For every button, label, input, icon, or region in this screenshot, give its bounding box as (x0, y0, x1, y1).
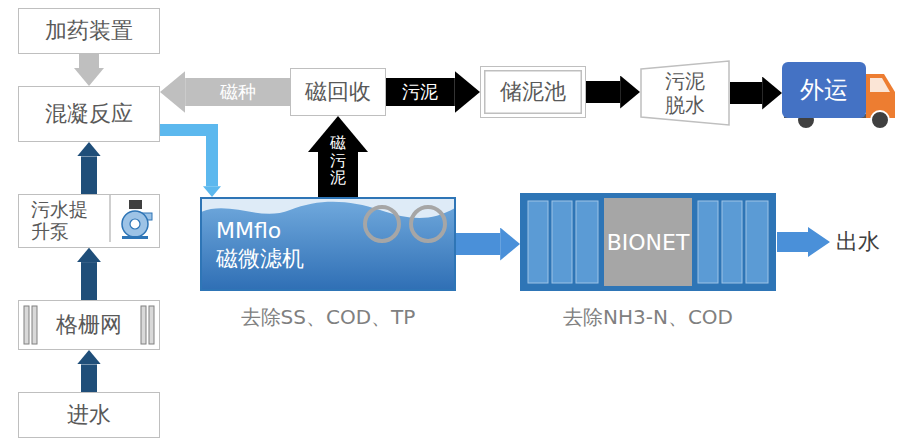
node-text: 外运 (800, 74, 848, 106)
block-arrow (386, 78, 455, 106)
arrow-label: 磁种 (220, 80, 256, 104)
node-text: 磁回收 (305, 77, 371, 107)
node-text: 混凝反应 (45, 99, 133, 129)
block-arrow (79, 54, 99, 68)
block-arrow (160, 130, 212, 186)
inlet-box: 进水 (18, 392, 160, 438)
block-arrow (81, 262, 97, 300)
tank-box: 储泥池 (480, 66, 586, 118)
trapezoid-border (641, 61, 729, 125)
grille-bars (24, 306, 154, 344)
bionet-panels (520, 193, 776, 291)
node-text: 污水提 升泵 (31, 199, 92, 243)
block-arrow (456, 233, 500, 255)
process-box: 混凝反应 (18, 86, 160, 142)
annotation-label: 去除SS、COD、TP (241, 304, 416, 331)
screen-box: 格栅网 (18, 300, 160, 350)
bio-unit: BIONET (520, 193, 776, 291)
node-text: BIONET (607, 230, 690, 255)
arrow-label: 磁污泥 (330, 134, 346, 187)
annotation-label: 去除NH3-N、COD (563, 304, 733, 331)
node-text: 进水 (67, 400, 111, 430)
truck-cab (784, 74, 895, 129)
block-arrow (586, 81, 620, 103)
pump-icon (122, 200, 152, 239)
block-arrow (81, 156, 97, 194)
mmflo-tank (201, 198, 455, 290)
block-arrow (81, 364, 97, 392)
pump-separator (109, 195, 111, 242)
process-box: 磁回收 (290, 68, 386, 116)
node-text: 格栅网 (56, 310, 122, 340)
pump-box: 污水提 升泵 (18, 194, 160, 248)
process-box: 加药装置 (18, 8, 160, 54)
node-text: 加药装置 (45, 16, 133, 46)
arrow-label: 污泥 (402, 80, 438, 104)
filter-unit: MMflo 磁微滤机 (200, 197, 456, 291)
trapezoid-box: 污泥 脱水 (640, 60, 730, 126)
outlet-arrow (777, 227, 830, 257)
annotation-label: 出水 (836, 227, 880, 257)
node-text: 污泥 脱水 (663, 69, 707, 117)
node-text: 储泥池 (500, 77, 566, 107)
block-arrow (730, 82, 762, 104)
block-arrow (185, 78, 290, 106)
node-text: MMflo 磁微滤机 (216, 217, 311, 272)
truck-box: 外运 (782, 62, 866, 118)
